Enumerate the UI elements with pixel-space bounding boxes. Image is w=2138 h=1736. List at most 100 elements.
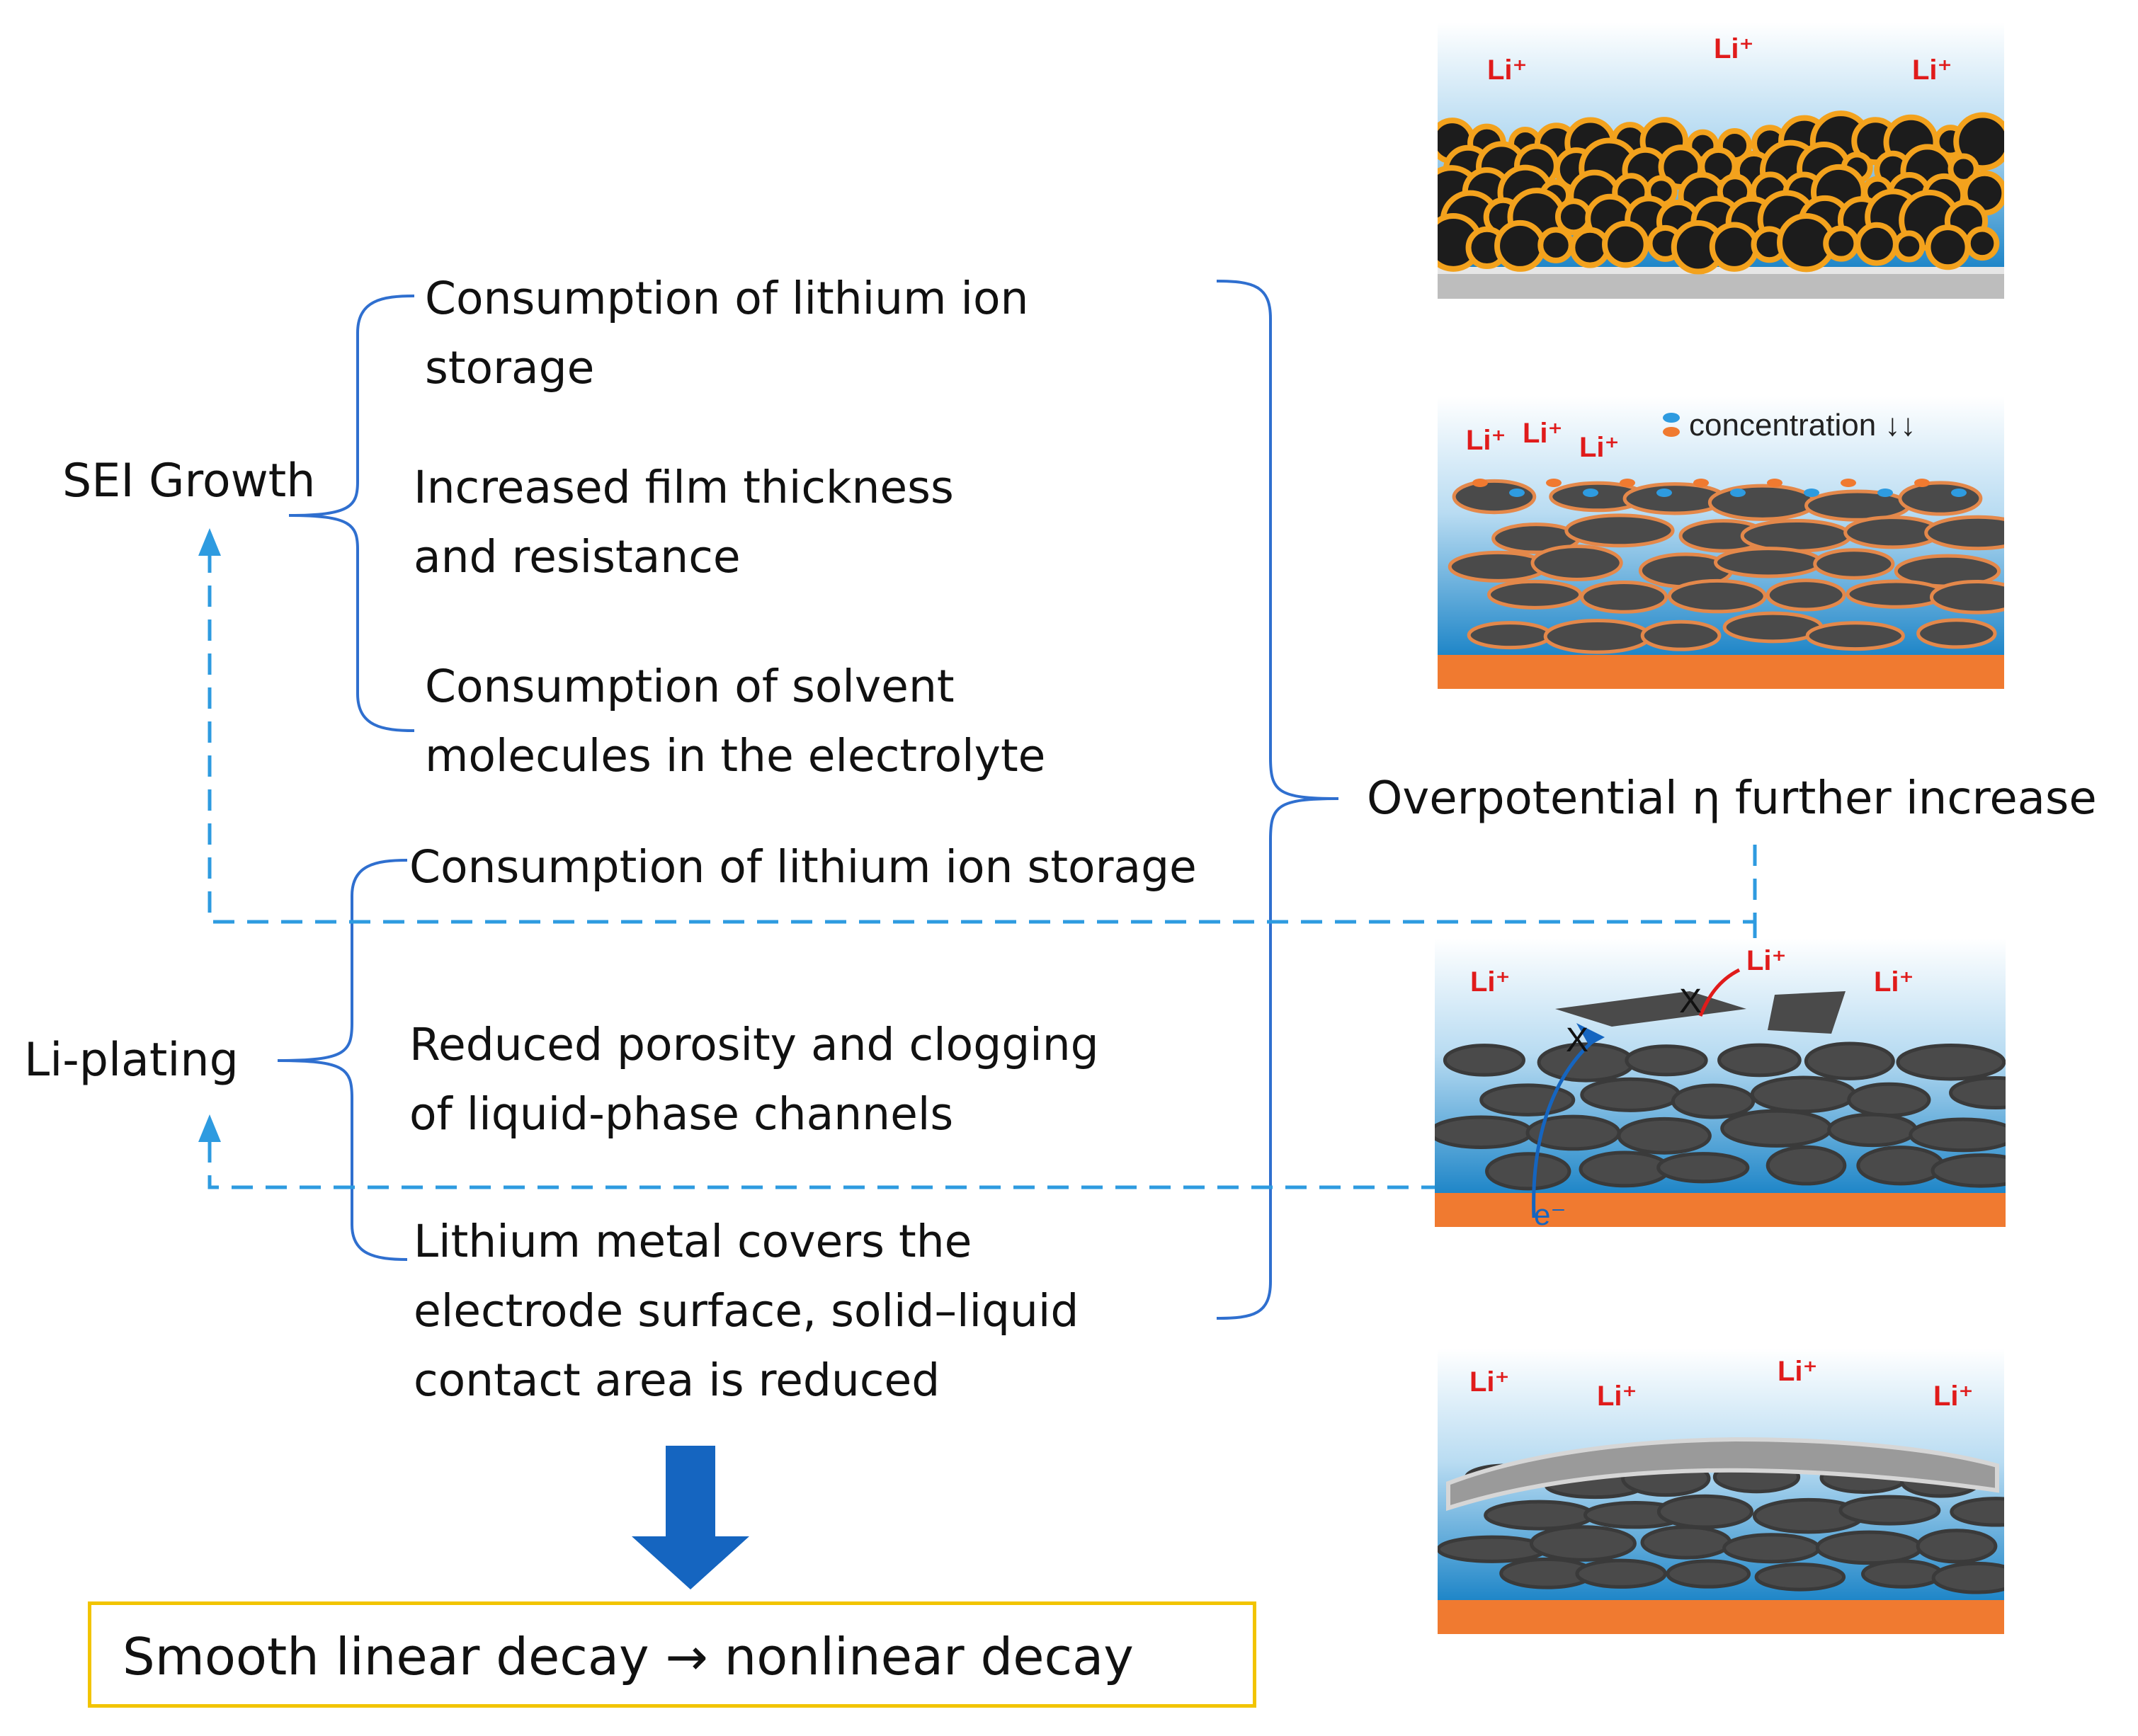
blocked-ion-mark: X [1679,983,1702,1020]
li-ion-label: Li⁺ [1912,55,1952,86]
sei-coated-particle [1765,578,1846,612]
lithium-metal-layer [1446,1437,1999,1512]
copper-current-collector [1438,1600,2004,1634]
blocked-electron-mark: X [1566,1022,1588,1059]
solvent-molecule [1620,479,1635,487]
active-particle [1602,220,1649,268]
sei-coated-particle [1916,618,1997,649]
sei-effect-2-line-1: Increased film thickness [414,462,954,513]
graphite-particle [1443,1044,1526,1077]
plating-effect-2-line-1: Reduced porosity and clogging [409,1019,1099,1070]
graphite-particle [1671,1083,1756,1119]
sei-effect-3-line-2: molecules in the electrolyte [425,730,1046,782]
solvent-molecule [1656,489,1672,497]
sei-coated-particle [1467,621,1553,650]
plated-lithium-flake [1555,991,1746,1027]
graphite-particle [1438,1535,1548,1563]
active-particle [1855,222,1899,266]
sei-coated-particle [1707,484,1817,521]
solvent-molecule [1693,479,1709,487]
active-particle [1964,226,2000,261]
current-collector-highlight [1438,267,2004,274]
graphite-particle [1722,1533,1821,1564]
sei-bracket [288,295,415,732]
solvent-molecule [1914,479,1930,487]
graphite-particle [1625,1044,1708,1077]
sei-coated-particle [1924,515,2004,551]
graphite-particle [1529,1525,1637,1562]
graphite-particle [1656,1494,1753,1529]
sei-coated-particle [1667,578,1767,614]
graphite-particle [1815,1530,1923,1565]
sei-coated-particle [1846,579,1946,609]
graphite-particle [1435,1115,1533,1149]
sei-coated-particle [1530,544,1623,581]
graphite-particle [1750,1075,1857,1114]
graphite-particle [1575,1558,1667,1589]
overpotential-bracket [1216,280,1339,1320]
sei-coated-particle [1740,518,1852,553]
solvent-molecule [1877,489,1893,497]
sei-coated-particle [1486,579,1583,610]
graphite-particle [1656,1152,1750,1184]
graphite-particle [1861,1559,1944,1589]
plating-effect-2-line-2: of liquid-phase channels [409,1088,954,1140]
graphite-particle [1717,1043,1802,1078]
electron-label: e⁻ [1534,1198,1566,1228]
solvent-molecule [1509,489,1525,497]
feedback-to-sei-arrowhead [198,528,221,556]
graphite-particle [1804,1041,1895,1080]
graphite-particle [1484,1500,1595,1531]
graphite-particle [1856,1146,1945,1186]
result-text: Smooth linear decay → nonlinear decay [123,1627,1134,1686]
li-ion-label: Li⁺ [1746,945,1787,976]
sei-effect-1-line-2: storage [425,342,595,394]
sei-effect-1-line-1: Consumption of lithium ion [425,273,1029,324]
sei-coated-particle [1898,481,1983,516]
solvent-molecule [1546,479,1562,487]
li-ion-label: Li⁺ [1523,418,1563,449]
active-particle [1823,225,1860,262]
li-ion-label: Li⁺ [1487,55,1528,86]
sei-effect-3-line-1: Consumption of solvent [425,661,955,712]
graphite-particle [1847,1082,1931,1118]
li-ion-label: Li⁺ [1778,1356,1818,1387]
li-ion-label: Li⁺ [1714,33,1754,64]
graphite-particle [1485,1152,1571,1191]
sei-coated-particle [1452,479,1537,515]
plating-effect-3: Lithium metal covers the electrode surfa… [414,1207,1079,1415]
plating-effect-3-line-3: contact area is reduced [414,1354,940,1406]
result-down-arrow [632,1446,749,1589]
plating-bracket [277,859,408,1261]
feedback-to-plating-arrowhead [198,1114,221,1142]
plating-effect-2: Reduced porosity and clogging of liquid-… [409,1010,1099,1149]
graphite-particle [1909,1117,2006,1153]
graphite-particle [1931,1561,2004,1594]
li-ion-label: Li⁺ [1597,1381,1637,1412]
graphite-particle [1896,1044,2006,1081]
graphite-particle [1640,1525,1732,1560]
graphite-particle [1765,1145,1847,1186]
solvent-molecule [1583,489,1598,497]
sei-coated-particle [1640,619,1722,651]
active-particle [1709,222,1760,272]
li-plating-label: Li-plating [24,1034,239,1087]
graphite-particle [1916,1529,1998,1564]
active-particle [1893,230,1926,263]
li-ion-label: Li⁺ [1466,425,1506,456]
graphite-particle [1579,1150,1671,1188]
solvent-molecule [1730,489,1746,497]
active-particle [1554,198,1593,236]
overpotential-label: Overpotential η further increase [1367,772,2097,825]
copper-current-collector [1435,1193,2006,1227]
copper-current-collector [1438,655,2004,689]
graphite-particle [1931,1153,2006,1188]
panel-covered-electrode: Li⁺Li⁺Li⁺Li⁺ [1438,1349,2004,1634]
plating-effect-1: Consumption of lithium ion storage [409,833,1197,902]
graphite-particle [1949,1076,2006,1109]
legend-solvent-orange [1663,427,1680,437]
li-ion-label: Li⁺ [1933,1381,1974,1412]
feedback-to-sei-line [207,554,1757,924]
